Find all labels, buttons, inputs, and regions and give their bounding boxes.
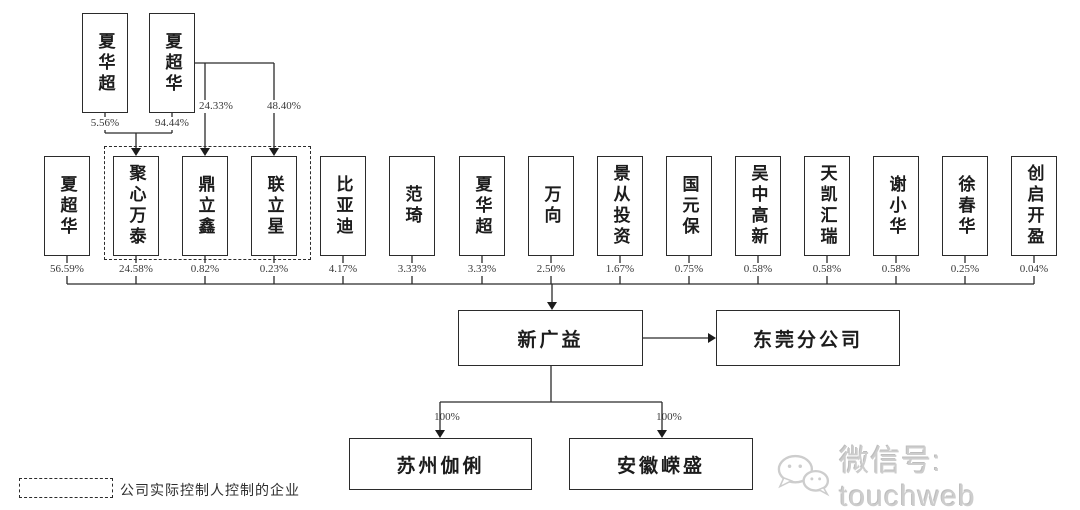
legend-label: 公司实际控制人控制的企业 — [120, 484, 300, 499]
shareholder-box: 范琦 — [389, 156, 435, 256]
shareholding-percentage: 4.17% — [326, 263, 360, 276]
shareholding-percentage: 56.59% — [48, 263, 86, 276]
shareholding-percentage: 0.82% — [188, 263, 222, 276]
shareholder-box: 天凯汇瑞 — [804, 156, 850, 256]
arrowhead-down — [547, 302, 557, 310]
arrowhead-right — [708, 333, 716, 343]
shareholder-name: 联立星 — [264, 174, 284, 238]
shareholding-percentage: 24.58% — [117, 263, 155, 276]
legend-dashed-box — [19, 478, 113, 498]
watermark-text: 微信号: touchweb — [839, 445, 976, 510]
shareholding-percentage: 3.33% — [395, 263, 429, 276]
subsidiary-percentage: 100% — [656, 411, 682, 423]
shareholder-box: 创启开盈 — [1011, 156, 1057, 256]
shareholder-name: 景从投资 — [610, 164, 630, 248]
shareholder-box: 联立星 — [251, 156, 297, 256]
shareholder-name: 聚心万泰 — [126, 164, 146, 248]
shareholding-percentage: 0.58% — [810, 263, 844, 276]
owner-box: 夏华超 — [82, 13, 128, 113]
subsidiary-box: 苏州伽俐 — [349, 438, 532, 490]
ownership-percentage: 5.56% — [88, 117, 122, 130]
subsidiary-box: 安徽嵘盛 — [569, 438, 753, 490]
shareholder-box: 比亚迪 — [320, 156, 366, 256]
arrowhead-down — [657, 430, 667, 438]
shareholding-percentage: 0.58% — [879, 263, 913, 276]
shareholder-name: 鼎立鑫 — [195, 174, 215, 238]
shareholder-box: 国元保 — [666, 156, 712, 256]
company-box: 新广益 — [458, 310, 643, 366]
shareholder-name: 夏华超 — [472, 174, 492, 238]
owner-name: 夏超华 — [162, 31, 182, 95]
wechat-icon — [777, 454, 830, 497]
shareholder-box: 夏华超 — [459, 156, 505, 256]
ownership-percentage: 24.33% — [197, 100, 235, 113]
shareholder-box: 谢小华 — [873, 156, 919, 256]
shareholder-name: 创启开盈 — [1024, 164, 1044, 248]
shareholding-percentage: 0.75% — [672, 263, 706, 276]
company-name: 新广益 — [517, 329, 584, 351]
shareholder-box: 万向 — [528, 156, 574, 256]
shareholder-name: 徐春华 — [955, 174, 975, 238]
shareholder-name: 万向 — [541, 185, 561, 227]
ownership-percentage: 48.40% — [265, 100, 303, 113]
shareholder-name: 比亚迪 — [333, 174, 353, 238]
subsidiary-name: 安徽嵘盛 — [616, 455, 705, 477]
shareholding-percentage: 3.33% — [465, 263, 499, 276]
branch-name: 东莞分公司 — [752, 329, 863, 351]
shareholding-percentage: 0.04% — [1017, 263, 1051, 276]
shareholder-box: 聚心万泰 — [113, 156, 159, 256]
subsidiary-name: 苏州伽俐 — [396, 455, 485, 477]
branch-box: 东莞分公司 — [716, 310, 900, 366]
controlled-group-outline — [104, 146, 311, 260]
ownership-percentage: 94.44% — [153, 117, 191, 130]
shareholder-name: 国元保 — [679, 174, 699, 238]
arrowhead-down — [435, 430, 445, 438]
owner-box: 夏超华 — [149, 13, 195, 113]
shareholder-name: 吴中高新 — [748, 164, 768, 248]
owner-name: 夏华超 — [95, 31, 115, 95]
shareholding-percentage: 0.25% — [948, 263, 982, 276]
shareholder-box: 徐春华 — [942, 156, 988, 256]
shareholder-box: 夏超华 — [44, 156, 90, 256]
shareholder-name: 夏超华 — [57, 174, 77, 238]
shareholding-percentage: 2.50% — [534, 263, 568, 276]
shareholder-box: 鼎立鑫 — [182, 156, 228, 256]
shareholder-name: 谢小华 — [886, 174, 906, 238]
shareholder-box: 景从投资 — [597, 156, 643, 256]
watermark: 微信号: touchweb — [775, 436, 1080, 510]
shareholder-name: 范琦 — [402, 185, 422, 227]
subsidiary-percentage: 100% — [434, 411, 460, 423]
shareholding-percentage: 0.23% — [257, 263, 291, 276]
shareholding-percentage: 0.58% — [741, 263, 775, 276]
shareholding-percentage: 1.67% — [603, 263, 637, 276]
shareholder-name: 天凯汇瑞 — [817, 164, 837, 248]
shareholder-box: 吴中高新 — [735, 156, 781, 256]
